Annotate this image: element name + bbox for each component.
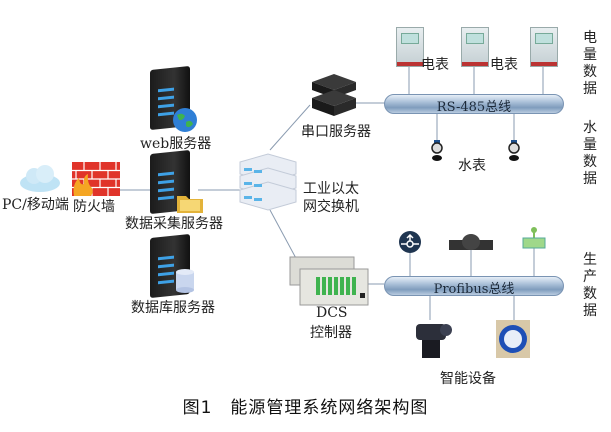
web-server-label: web服务器 — [140, 136, 212, 152]
profibus-bus-label: Profibus总线 — [433, 282, 515, 297]
electric-data-char: 量 — [583, 47, 597, 63]
actuator-icon — [416, 324, 452, 358]
database-icon — [176, 269, 194, 293]
ethernet-switch-label-line1: 工业以太 — [303, 181, 359, 197]
data-collection-server-label: 数据采集服务器 — [125, 216, 223, 232]
production-data-char: 生 — [583, 252, 597, 268]
ethernet-switch-label-line2: 网交换机 — [303, 199, 359, 215]
water-data-char: 量 — [583, 137, 597, 153]
profibus-bus: Profibus总线 — [384, 276, 564, 297]
folder-icon — [177, 196, 203, 213]
flowmeter-icon — [449, 234, 493, 250]
wire-switch-dcs — [269, 209, 299, 263]
valve-symbol-icon — [399, 231, 421, 253]
water-data-char: 数 — [583, 154, 597, 170]
rs485-bus-label: RS-485总线 — [436, 100, 512, 115]
ethernet-switch-icon — [239, 153, 297, 211]
water-data-label: 水 量 数 据 — [582, 120, 598, 188]
production-data-char: 数 — [583, 286, 597, 302]
globe-icon — [173, 108, 197, 132]
electric-data-char: 数 — [583, 64, 597, 80]
electric-meter-icon — [530, 27, 558, 67]
dcs-label-line2: 控制器 — [310, 325, 352, 341]
water-data-char: 据 — [583, 171, 597, 187]
water-meter-icon — [508, 140, 520, 161]
water-meter-label: 水表 — [458, 158, 486, 174]
water-data-char: 水 — [583, 120, 597, 136]
firewall-label: 防火墙 — [73, 199, 115, 215]
electric-meter-icon — [396, 27, 424, 67]
rs485-bus: RS-485总线 — [384, 94, 564, 115]
electric-data-label: 电 量 数 据 — [582, 30, 598, 98]
smart-devices-label: 智能设备 — [440, 371, 496, 387]
electric-data-char: 据 — [583, 81, 597, 97]
serial-server-label: 串口服务器 — [301, 124, 371, 140]
electromagnetic-flowmeter-icon — [496, 320, 530, 358]
dcs-label-line1: DCS — [316, 305, 348, 321]
electric-meter-icon — [461, 27, 489, 67]
production-data-char: 产 — [583, 269, 597, 285]
figure-caption: 图1 能源管理系统网络架构图 — [182, 398, 429, 418]
production-data-label: 生 产 数 据 — [582, 252, 598, 320]
serial-server-icon — [312, 74, 356, 116]
production-data-char: 据 — [583, 303, 597, 319]
dcs-controller-icon — [289, 256, 369, 306]
electric-meter-label-1: 电表 — [421, 57, 449, 73]
pc-mobile-label: PC/移动端 — [2, 197, 69, 213]
water-meter-icon — [431, 140, 443, 161]
firewall-icon — [72, 162, 120, 196]
electric-data-char: 电 — [583, 30, 597, 46]
database-server-label: 数据库服务器 — [131, 300, 215, 316]
cloud-icon — [20, 165, 60, 192]
transmitter-icon — [522, 227, 546, 249]
wire-switch-serial — [269, 104, 311, 151]
electric-meter-label-2: 电表 — [490, 57, 518, 73]
